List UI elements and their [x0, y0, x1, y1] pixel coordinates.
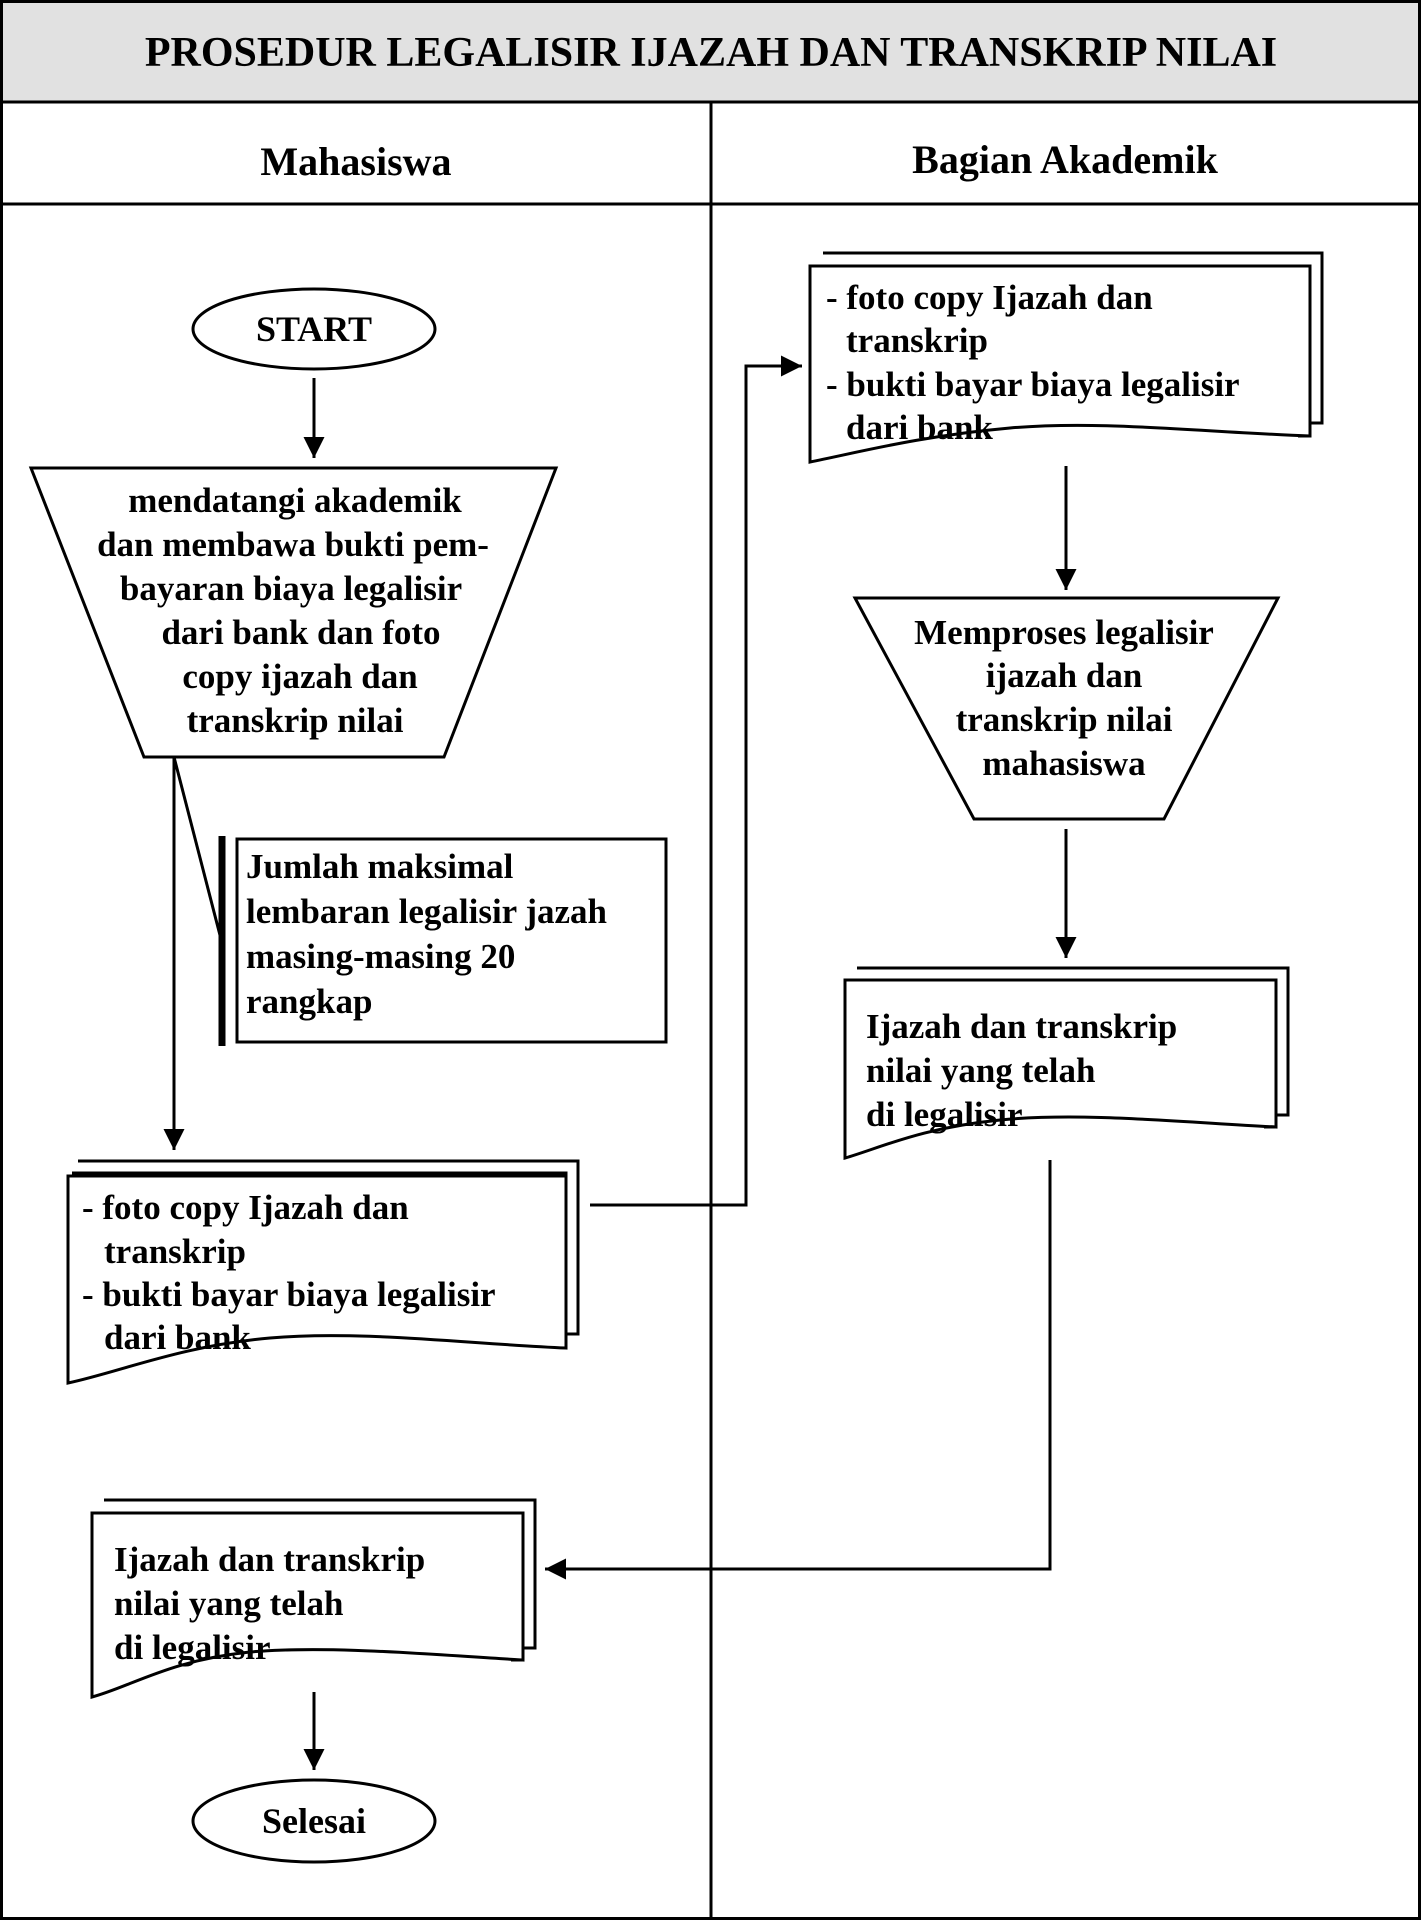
svg-text:nilai yang telah: nilai yang telah	[114, 1584, 343, 1623]
svg-text:- foto copy Ijazah dan: - foto copy Ijazah dan	[82, 1188, 409, 1227]
svg-text:dari bank dan foto: dari bank dan foto	[161, 613, 440, 652]
svg-text:Jumlah maksimal: Jumlah maksimal	[246, 847, 514, 886]
page-title: PROSEDUR LEGALISIR IJAZAH DAN TRANSKRIP …	[145, 30, 1277, 76]
svg-text:rangkap: rangkap	[246, 982, 372, 1021]
svg-text:bayaran biaya legalisir: bayaran biaya legalisir	[120, 569, 462, 608]
annotation-connector	[172, 756, 224, 944]
svg-text:ijazah dan: ijazah dan	[986, 656, 1143, 695]
svg-text:transkrip: transkrip	[104, 1232, 246, 1271]
svg-text:transkrip nilai: transkrip nilai	[187, 701, 404, 740]
svg-text:Ijazah dan transkrip: Ijazah dan transkrip	[114, 1540, 425, 1579]
document-stack-legalized-akademik	[843, 966, 1290, 1160]
svg-text:nilai yang telah: nilai yang telah	[866, 1051, 1095, 1090]
svg-text:transkrip nilai: transkrip nilai	[956, 700, 1173, 739]
manual-operation-visit	[28, 466, 559, 759]
lane-title-mahasiswa: Mahasiswa	[260, 139, 451, 184]
start-terminator	[191, 287, 437, 371]
svg-text:masing-masing 20: masing-masing 20	[246, 937, 515, 976]
svg-text:dan membawa bukti pem-: dan membawa bukti pem-	[97, 525, 489, 564]
document-akademik-text: - foto copy Ijazah dan transkrip - bukti…	[826, 278, 1240, 447]
annotation-text: Jumlah maksimal lembaran legalisir jazah…	[246, 847, 607, 1021]
end-label: Selesai	[262, 1801, 366, 1841]
svg-text:copy ijazah dan: copy ijazah dan	[182, 657, 417, 696]
manual-operation-visit-text: mendatangi akademik dan membawa bukti pe…	[97, 481, 489, 740]
svg-text:di legalisir: di legalisir	[866, 1095, 1023, 1134]
svg-text:- foto copy Ijazah dan: - foto copy Ijazah dan	[826, 278, 1153, 317]
start-label: START	[256, 309, 372, 349]
document-legalized-mahasiswa-text: Ijazah dan transkrip nilai yang telah di…	[114, 1540, 425, 1667]
end-terminator	[191, 1778, 437, 1864]
svg-text:lembaran legalisir jazah: lembaran legalisir jazah	[246, 892, 607, 931]
svg-text:mahasiswa: mahasiswa	[982, 744, 1145, 783]
document-stack-legalized-mahasiswa	[90, 1498, 537, 1699]
svg-text:Ijazah dan transkrip: Ijazah dan transkrip	[866, 1007, 1177, 1046]
title-band	[3, 3, 1418, 101]
svg-text:transkrip: transkrip	[846, 321, 988, 360]
svg-text:Memproses legalisir: Memproses legalisir	[914, 613, 1214, 652]
lane-title-akademik: Bagian Akademik	[912, 137, 1218, 182]
manual-operation-process	[852, 596, 1281, 821]
svg-text:mendatangi akademik: mendatangi akademik	[128, 481, 462, 520]
annotation-box	[235, 837, 668, 1044]
manual-operation-process-text: Memproses legalisir ijazah dan transkrip…	[914, 613, 1214, 783]
svg-text:di legalisir: di legalisir	[114, 1628, 271, 1667]
flow-arrow-to-akademik	[590, 355, 802, 1207]
svg-text:dari bank: dari bank	[104, 1318, 251, 1357]
svg-text:dari bank: dari bank	[846, 408, 993, 447]
document-stack-mahasiswa	[66, 1159, 580, 1385]
svg-text:- bukti bayar biaya legalisir: - bukti bayar biaya legalisir	[82, 1275, 496, 1314]
document-mahasiswa-text: - foto copy Ijazah dan transkrip - bukti…	[82, 1188, 496, 1357]
document-legalized-akademik-text: Ijazah dan transkrip nilai yang telah di…	[866, 1007, 1177, 1134]
svg-text:- bukti bayar biaya legalisir: - bukti bayar biaya legalisir	[826, 365, 1240, 404]
document-stack-akademik	[808, 251, 1324, 464]
flow-arrow-to-mahasiswa	[545, 1160, 1052, 1580]
